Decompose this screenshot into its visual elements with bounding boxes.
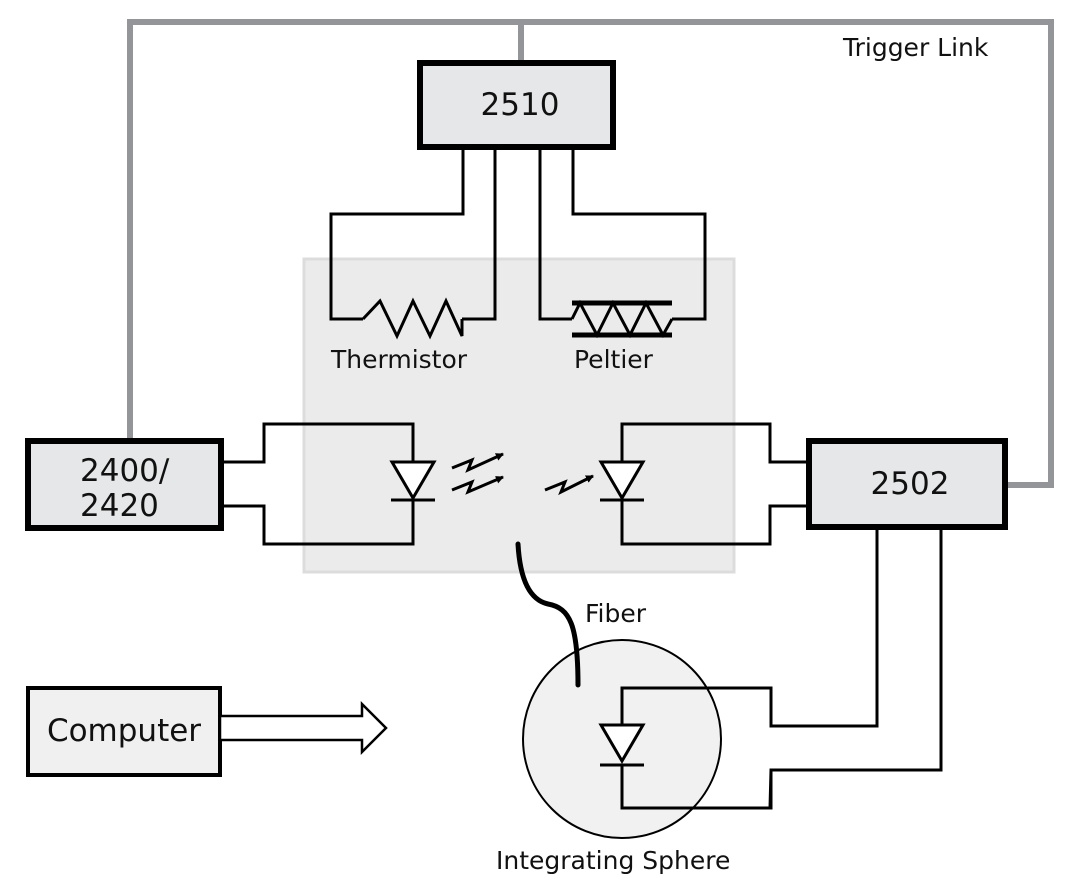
integrating-sphere-label: Integrating Sphere [496, 846, 730, 875]
instrument-2400-label-line2: 2420 [80, 488, 159, 524]
thermistor-label: Thermistor [330, 345, 468, 374]
bus-arrow-icon [218, 700, 388, 756]
instrument-2502: 2502 [806, 438, 1008, 530]
computer: Computer [26, 686, 222, 777]
peltier-wire-right [571, 150, 707, 321]
thermistor-wire-right [462, 150, 497, 321]
optical-fiber [515, 541, 581, 688]
sphere-photodiode-symbol [598, 686, 773, 810]
thermistor-wire-left [329, 150, 465, 321]
back-facet-photodiode-symbol [544, 422, 808, 546]
peltier-symbol [570, 299, 674, 339]
instrument-2510: 2510 [417, 60, 616, 150]
instrument-2400-2420: 2400/ 2420 [25, 438, 224, 531]
tec-wires [329, 150, 707, 321]
fiber-label: Fiber [585, 599, 647, 628]
peltier-wire-left [538, 150, 572, 321]
instrument-2400-label-line1: 2400/ [80, 453, 170, 489]
smu-wires [224, 422, 415, 546]
instrument-2510-label: 2510 [481, 87, 560, 123]
thermistor-symbol [361, 297, 464, 340]
laser-diode-symbol [389, 452, 504, 502]
emission-arrows [451, 452, 504, 495]
trigger-link-label: Trigger Link [842, 33, 989, 62]
trigger-link [127, 19, 1054, 488]
thermal-enclosure [302, 257, 736, 574]
peltier-label: Peltier [574, 345, 654, 374]
trigger-link-line [127, 19, 1054, 488]
computer-label: Computer [47, 713, 201, 749]
instrument-2502-label: 2502 [871, 466, 950, 502]
